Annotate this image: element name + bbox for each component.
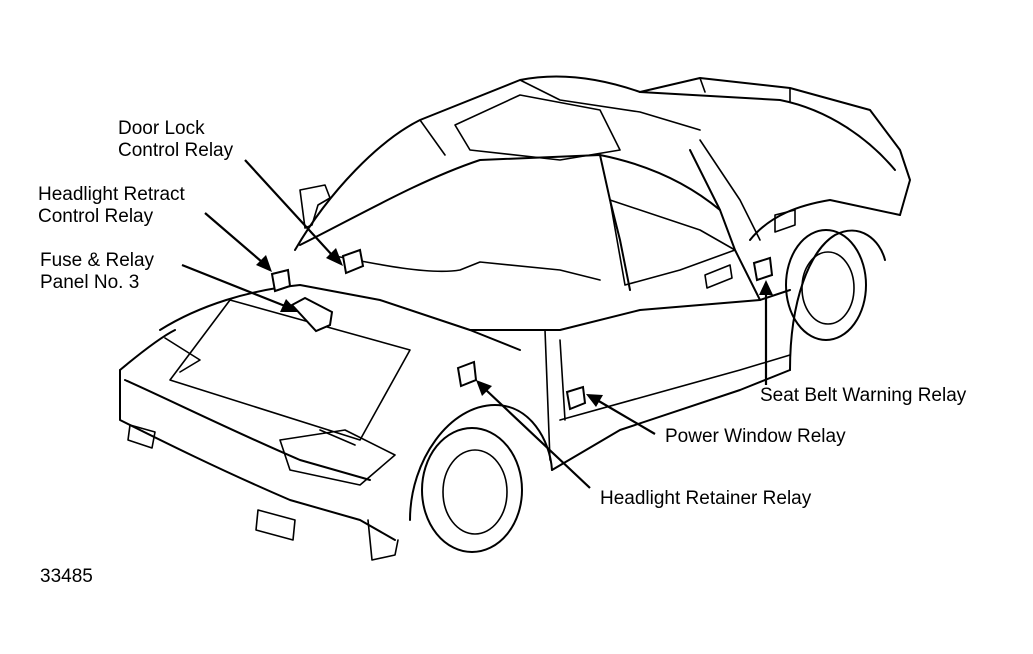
- door-lock-relay: [341, 248, 365, 275]
- headlight-retract-control-relay-label: Headlight Retract Control Relay: [38, 184, 185, 228]
- door-lock-control-relay-label: Door Lock Control Relay: [118, 118, 233, 162]
- fuse-relay-label-line2: Panel No. 3: [40, 272, 140, 293]
- door-lock-label-line1: Door Lock: [118, 118, 205, 139]
- seat-belt-warning-relay-label: Seat Belt Warning Relay: [760, 385, 967, 406]
- relay-boxes: [270, 248, 774, 411]
- headlight-retract-label-line2: Control Relay: [38, 206, 154, 227]
- fuse-relay-panel-label: Fuse & Relay Panel No. 3: [40, 250, 154, 294]
- headlight-retainer-relay-label: Headlight Retainer Relay: [600, 488, 812, 509]
- fuse-relay-label-line1: Fuse & Relay: [40, 250, 155, 271]
- leader-arrows: [181, 159, 773, 489]
- headlight-retract-label-line1: Headlight Retract: [38, 184, 185, 205]
- power-window-relay: [565, 385, 587, 411]
- power-window-relay-label: Power Window Relay: [665, 426, 846, 447]
- fuse-relay-panel: [290, 296, 334, 333]
- figure-number: 33485: [40, 566, 93, 587]
- headlight-retract-relay: [270, 268, 292, 293]
- headlight-retainer-relay: [456, 360, 478, 388]
- seat-belt-warning-relay: [752, 256, 774, 282]
- door-lock-label-line2: Control Relay: [118, 140, 234, 161]
